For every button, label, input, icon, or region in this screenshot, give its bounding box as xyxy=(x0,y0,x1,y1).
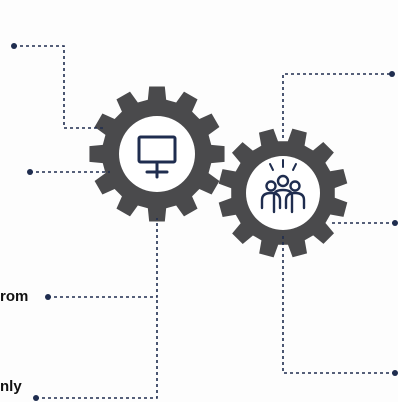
label-only-fragment: nly xyxy=(0,378,22,395)
endpoint-top-right xyxy=(389,71,395,77)
connector-top-left xyxy=(14,45,103,129)
label-from-fragment: rom xyxy=(0,288,29,305)
computer-gear xyxy=(89,86,225,222)
endpoint-bottom-left-upper xyxy=(45,294,51,300)
endpoint-top-left xyxy=(11,43,17,49)
people-group-icon xyxy=(260,159,306,214)
gear-left-face xyxy=(119,116,195,192)
gear-right-face xyxy=(246,156,320,230)
endpoint-mid-left xyxy=(27,169,33,175)
team-gear xyxy=(218,128,348,258)
connector-bottom-left-lower xyxy=(36,297,158,399)
connector-bottom-left-upper xyxy=(48,218,158,298)
connector-top-right xyxy=(282,73,390,140)
endpoint-mid-right xyxy=(392,220,398,226)
monitor-icon xyxy=(137,135,177,179)
connector-bottom-right xyxy=(282,235,395,374)
endpoint-bottom-right xyxy=(392,370,398,376)
endpoint-bottom-left-lower xyxy=(33,395,39,401)
